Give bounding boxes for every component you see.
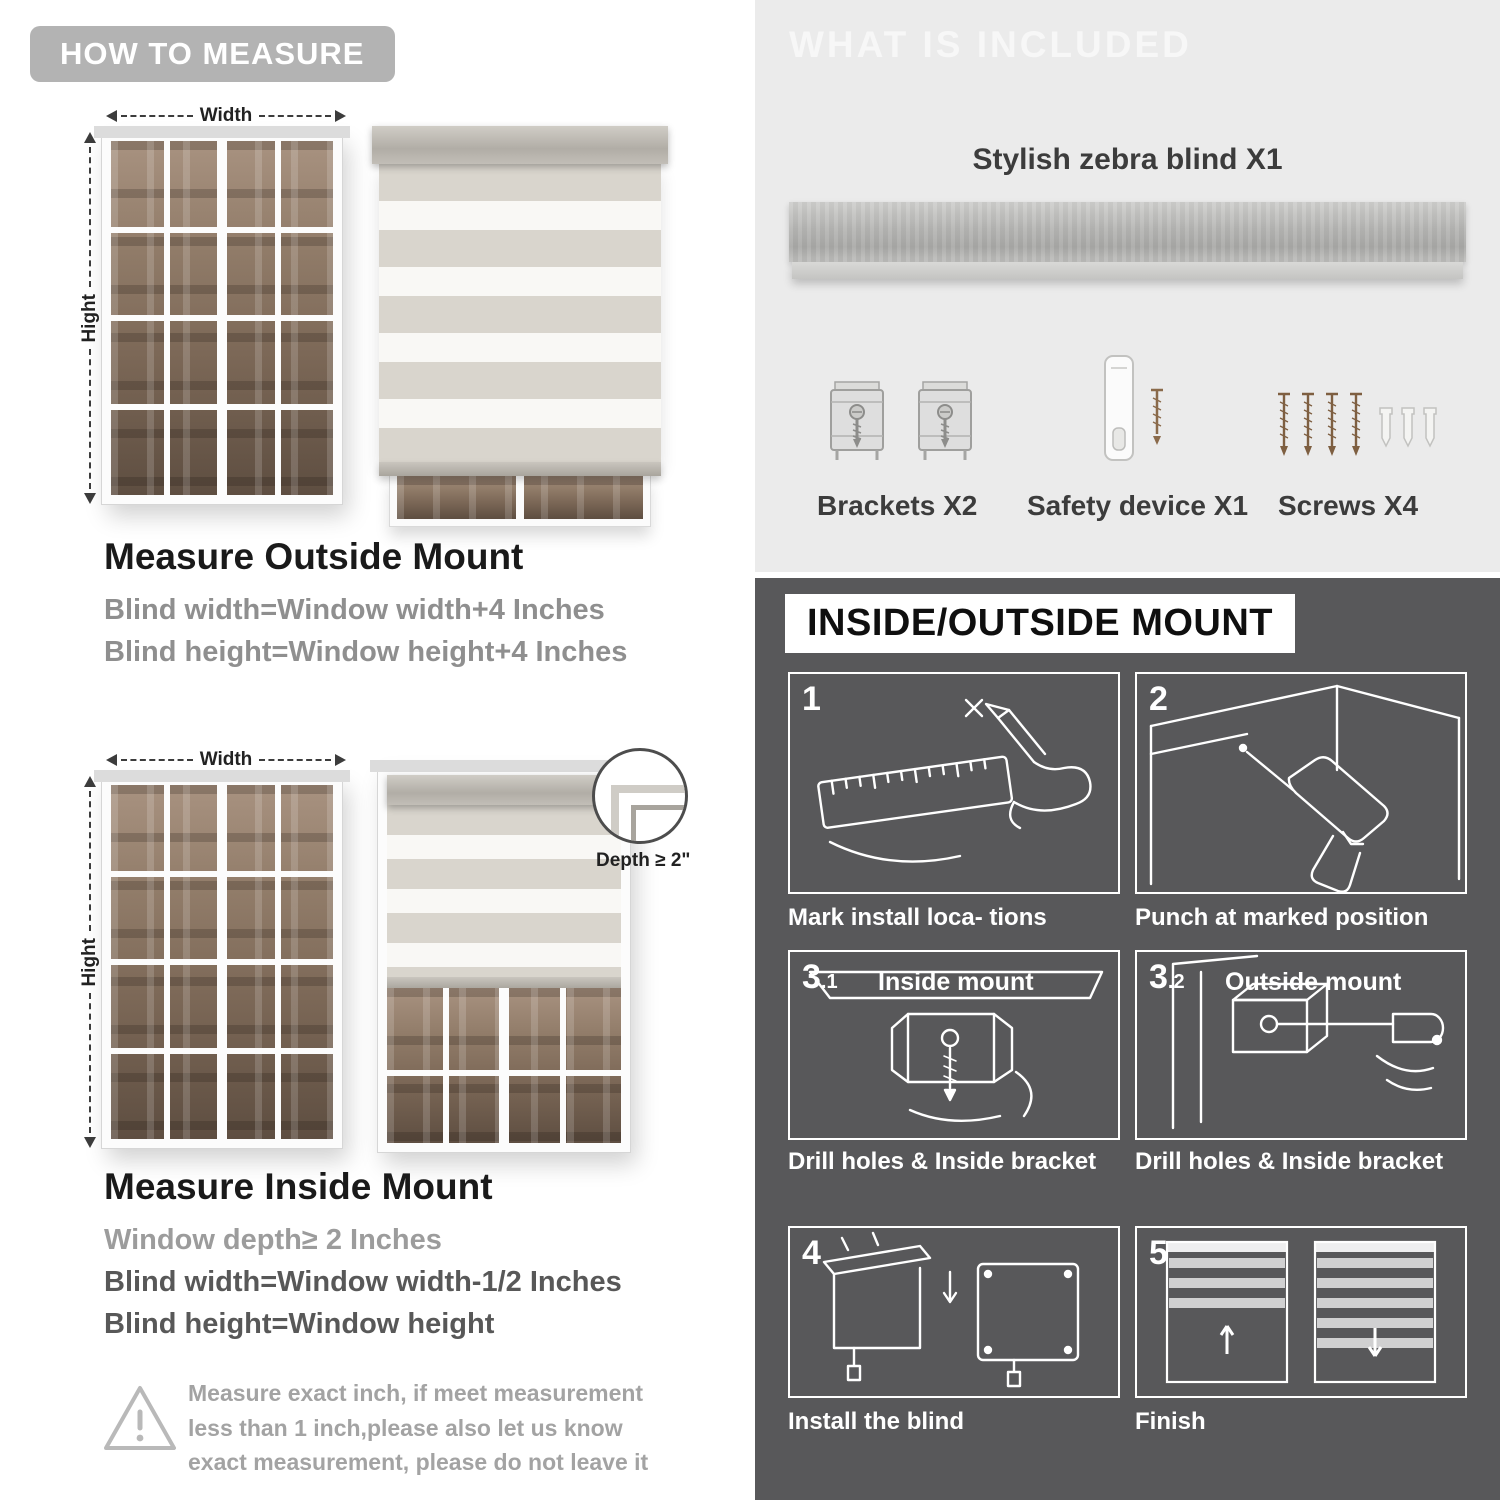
height-measure-arrow: Hight: [79, 132, 100, 505]
step-caption-1: Mark install loca- tions: [788, 904, 1047, 931]
warning-icon: [104, 1386, 176, 1450]
mount-panel: INSIDE/OUTSIDE MOUNT 1: [755, 578, 1500, 1500]
inside-mount-heading: Measure Inside Mount: [104, 1166, 493, 1207]
step-caption-4: Install the blind: [788, 1408, 965, 1435]
measure-note: Measure exact inch, if meet measurement …: [188, 1380, 649, 1475]
outside-mount-blind-figure: [372, 126, 668, 526]
blind-fabric: [379, 164, 661, 462]
arrow-right-icon: [335, 754, 346, 766]
inside-mount-window-figure: Width Hight: [79, 749, 350, 1154]
drill-illustration: [1149, 684, 1461, 892]
step-number: 3.1: [802, 958, 838, 996]
outside-bracket-illustration: [1171, 954, 1445, 1130]
inside-bracket-illustration: [808, 970, 1104, 1122]
included-panel: WHAT IS INCLUDED Stylish zebra blind X1: [755, 0, 1500, 572]
outside-rule-1: Blind width=Window width+4 Inches: [104, 594, 605, 626]
outside-mount-heading: Measure Outside Mount: [104, 536, 524, 577]
height-label: Hight: [79, 937, 100, 987]
window-bottom-peek: [390, 476, 650, 526]
step-number: 5: [1149, 1234, 1168, 1272]
step-number: 4: [802, 1234, 821, 1272]
width-measure-arrow: Width: [106, 105, 346, 126]
safety-device-label: Safety device X1: [1027, 490, 1249, 521]
arrow-left-icon: [106, 754, 117, 766]
window-casing: [370, 760, 638, 772]
blind-quantity-label: Stylish zebra blind X1: [972, 143, 1283, 176]
depth-callout-label: Depth ≥ 2": [596, 850, 691, 871]
inside-rule-3: Blind height=Window height: [104, 1308, 495, 1340]
arrow-down-icon: [84, 493, 96, 505]
step-title: Outside mount: [1225, 968, 1402, 996]
step-caption-5: Finish: [1135, 1408, 1206, 1435]
width-label: Width: [199, 105, 253, 126]
blind-bottom-rail: [387, 977, 621, 988]
arrow-right-icon: [335, 110, 346, 122]
arrow-down-icon: [84, 1137, 96, 1149]
finish-illustration: [1165, 1240, 1437, 1384]
step-title: Inside mount: [878, 968, 1034, 996]
step-caption-3-2: Drill holes & Inside bracket: [1135, 1148, 1444, 1175]
mount-heading: INSIDE/OUTSIDE MOUNT: [785, 594, 1296, 653]
safety-device-illustration: [1091, 352, 1181, 468]
arrow-up-icon: [84, 776, 96, 787]
height-label: Hight: [79, 293, 100, 343]
blind-cassette: [372, 126, 668, 164]
screws-illustration: [1270, 386, 1445, 470]
blind-fabric: [387, 805, 621, 977]
blind-cassette: [387, 775, 621, 805]
width-measure-arrow: Width: [106, 749, 346, 770]
screws-icon: [1278, 392, 1437, 456]
depth-zoom-callout: [592, 748, 688, 844]
screws-label: Screws X4: [1278, 490, 1419, 521]
window-casing: [94, 770, 350, 782]
window-casing: [94, 126, 350, 138]
step-number: 1: [802, 680, 821, 718]
inside-rule-2: Blind width=Window width-1/2 Inches: [104, 1266, 622, 1298]
step-panel-4: 4: [788, 1226, 1120, 1398]
window-illustration: [94, 770, 350, 1148]
inside-rule-1: Window depth≥ 2 Inches: [104, 1224, 442, 1256]
width-label: Width: [199, 749, 253, 770]
zebra-blind-headrail-illustration: [789, 202, 1466, 279]
step-caption-3-1: Drill holes & Inside bracket: [788, 1148, 1097, 1175]
window-photo: [387, 988, 621, 1143]
step-number: 3.2: [1149, 958, 1185, 996]
step-panel-2: 2: [1135, 672, 1467, 894]
step-panel-3-1: 3.1 Inside mount: [788, 950, 1120, 1140]
step-number: 2: [1149, 680, 1168, 718]
outside-mount-window-figure: Width Hight: [79, 105, 350, 510]
arrow-left-icon: [106, 110, 117, 122]
step-panel-1: 1: [788, 672, 1120, 894]
arrow-up-icon: [84, 132, 96, 143]
install-blind-illustration: [822, 1231, 1080, 1388]
blind-bottom-rail: [379, 462, 661, 476]
step-caption-2: Punch at marked position: [1135, 904, 1429, 931]
height-measure-arrow: Hight: [79, 776, 100, 1149]
inside-mount-blind-figure: [370, 760, 638, 1152]
window-illustration: [94, 126, 350, 504]
outside-rule-2: Blind height=Window height+4 Inches: [104, 636, 628, 668]
bracket-icon: [918, 381, 972, 460]
mark-locations-illustration: [817, 698, 1092, 863]
brackets-illustration: [821, 372, 981, 468]
safety-device-icon: [1104, 355, 1163, 461]
bracket-icon: [830, 381, 884, 460]
included-heading: WHAT IS INCLUDED: [789, 24, 1192, 65]
how-to-measure-badge: HOW TO MEASURE: [30, 26, 395, 82]
step-panel-5: 5: [1135, 1226, 1467, 1398]
step-panel-3-2: 3.2 Outside mount: [1135, 950, 1467, 1140]
brackets-label: Brackets X2: [817, 490, 978, 521]
